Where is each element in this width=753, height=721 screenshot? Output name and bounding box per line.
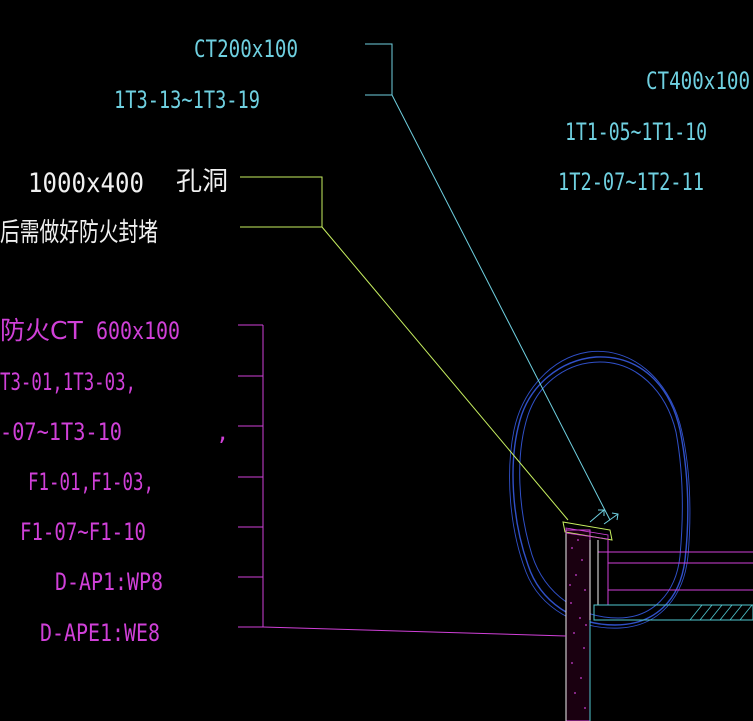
- fire-ct-title-text: 防火CT: [0, 316, 83, 345]
- fire-line-6-text: D-APE1:WE8: [40, 619, 160, 647]
- cyan-slab: [593, 604, 753, 621]
- fire-ct-bracket: [238, 324, 567, 637]
- hole-note-text: 后需做好防火封堵: [0, 218, 158, 248]
- fire-line-1-text: T3-01,1T3-03,: [0, 368, 136, 396]
- hole-leader: [240, 176, 569, 521]
- wall-section: [562, 509, 753, 721]
- fire-line-2-text: -07~1T3-10: [0, 418, 122, 446]
- revision-cloud-outline-2: [519, 361, 683, 619]
- hole-name-text: 孔洞: [176, 167, 228, 197]
- ct400-title-text: CT400x100: [646, 67, 750, 95]
- fire-line-4-text: F1-07~F1-10: [20, 518, 146, 546]
- revision-cloud-outline-1: [512, 356, 689, 626]
- ct200-title-text: CT200x100: [194, 35, 298, 63]
- ct200-leader: [365, 43, 611, 521]
- hole-size-text: 1000x400: [28, 168, 144, 199]
- revision-cloud-outline-3: [509, 350, 691, 629]
- wall-hatch: [569, 539, 587, 709]
- ct200-range-text: 1T3-13~1T3-19: [114, 86, 260, 114]
- ct400-range-b-text: 1T2-07~1T2-11: [558, 168, 704, 196]
- fire-comma-text: ,: [216, 421, 229, 446]
- leader-arrow-icon: [589, 509, 619, 525]
- opening-box: [562, 521, 613, 541]
- fire-line-5-text: D-AP1:WP8: [55, 568, 163, 596]
- fire-line-3-text: F1-01,F1-03,: [28, 468, 154, 496]
- cyan-slab-hatch: [689, 604, 753, 621]
- fire-ct-size-text: 600x100: [96, 317, 180, 345]
- revision-cloud-icon: [509, 350, 691, 629]
- ct400-range-a-text: 1T1-05~1T1-10: [565, 118, 707, 146]
- opening-box-inner: [565, 527, 609, 540]
